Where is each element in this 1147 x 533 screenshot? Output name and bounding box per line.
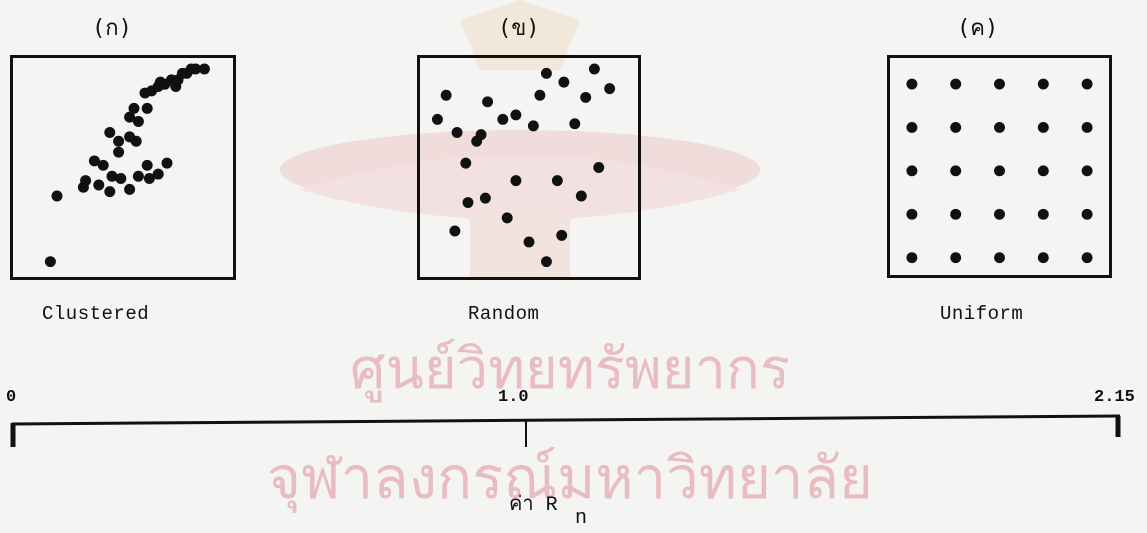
dot <box>580 91 592 103</box>
dot <box>475 129 487 141</box>
dot <box>551 175 563 187</box>
caption-clustered: Clustered <box>42 303 150 325</box>
dot <box>1037 165 1049 177</box>
dot <box>540 67 552 79</box>
dot <box>128 102 140 114</box>
scale-tick-1: 1.0 <box>498 388 529 407</box>
random-dots <box>431 63 616 268</box>
dot <box>510 175 522 187</box>
dot <box>44 256 56 268</box>
dot <box>1037 122 1049 133</box>
dot <box>1081 122 1093 133</box>
rn-axis-subscript: n <box>575 507 588 530</box>
dot <box>152 168 164 180</box>
dot <box>1037 252 1049 264</box>
dot <box>994 78 1005 90</box>
dot <box>1037 208 1049 220</box>
uniform-dots <box>906 78 1093 264</box>
dot <box>431 113 443 125</box>
dot <box>106 170 118 182</box>
scale-tick-2: 2.15 <box>1094 388 1135 407</box>
panel-letter-b: (ข) <box>498 16 540 41</box>
dot <box>113 135 125 147</box>
dot <box>115 172 127 184</box>
dot <box>460 157 472 169</box>
dot <box>994 122 1005 133</box>
dot <box>449 225 461 237</box>
dot <box>906 122 918 133</box>
dot <box>994 165 1005 177</box>
rn-axis-label: ค่า R <box>509 494 558 517</box>
dot <box>161 157 173 169</box>
dot <box>906 252 918 264</box>
dot <box>104 186 116 198</box>
dot <box>950 78 962 90</box>
dot <box>51 190 63 202</box>
dot <box>141 159 153 171</box>
dot <box>198 63 210 75</box>
dot <box>906 208 918 220</box>
dot <box>93 179 105 191</box>
dot <box>190 63 202 75</box>
dot <box>130 135 142 147</box>
dot <box>994 208 1005 220</box>
dot <box>479 192 491 204</box>
dot <box>950 122 962 133</box>
dot <box>950 208 962 220</box>
caption-uniform: Uniform <box>940 303 1024 325</box>
dot <box>143 172 155 184</box>
dot <box>575 190 587 202</box>
dot <box>1081 78 1093 90</box>
dot <box>558 76 570 88</box>
dot <box>523 236 535 248</box>
dot <box>124 111 136 123</box>
dot <box>510 109 522 121</box>
dot <box>124 183 136 195</box>
dot <box>80 175 92 187</box>
dot <box>1037 78 1049 90</box>
dot <box>97 159 109 171</box>
dot <box>497 113 509 125</box>
dot <box>440 89 452 101</box>
scale-tick-0: 0 <box>6 388 17 407</box>
dot <box>141 102 153 114</box>
dot <box>569 118 581 130</box>
clustered-pattern-box <box>10 55 236 280</box>
uniform-pattern-box <box>887 55 1112 278</box>
dot <box>906 165 918 177</box>
random-pattern-box <box>417 55 641 280</box>
dot <box>132 116 144 127</box>
dot <box>527 120 539 132</box>
dot <box>950 252 962 264</box>
panel-letter-a: (ก) <box>92 16 132 41</box>
dot <box>113 146 125 158</box>
dot <box>132 170 144 182</box>
dot <box>1081 252 1093 264</box>
dot <box>540 256 552 268</box>
caption-random: Random <box>468 303 540 325</box>
dot <box>482 96 494 108</box>
dot <box>593 162 605 173</box>
panel-letter-c: (ค) <box>957 16 999 41</box>
dot <box>556 229 568 241</box>
dot <box>604 83 616 95</box>
dot <box>588 63 600 75</box>
dot <box>906 78 918 90</box>
dot <box>501 212 513 224</box>
clustered-dots <box>44 63 210 268</box>
dot <box>950 165 962 177</box>
dot <box>88 155 100 167</box>
dot <box>534 89 546 101</box>
dot <box>462 197 474 209</box>
dot <box>451 126 463 138</box>
dot <box>1081 165 1093 177</box>
dot <box>104 126 116 138</box>
dot <box>1081 208 1093 220</box>
dot <box>994 252 1005 264</box>
